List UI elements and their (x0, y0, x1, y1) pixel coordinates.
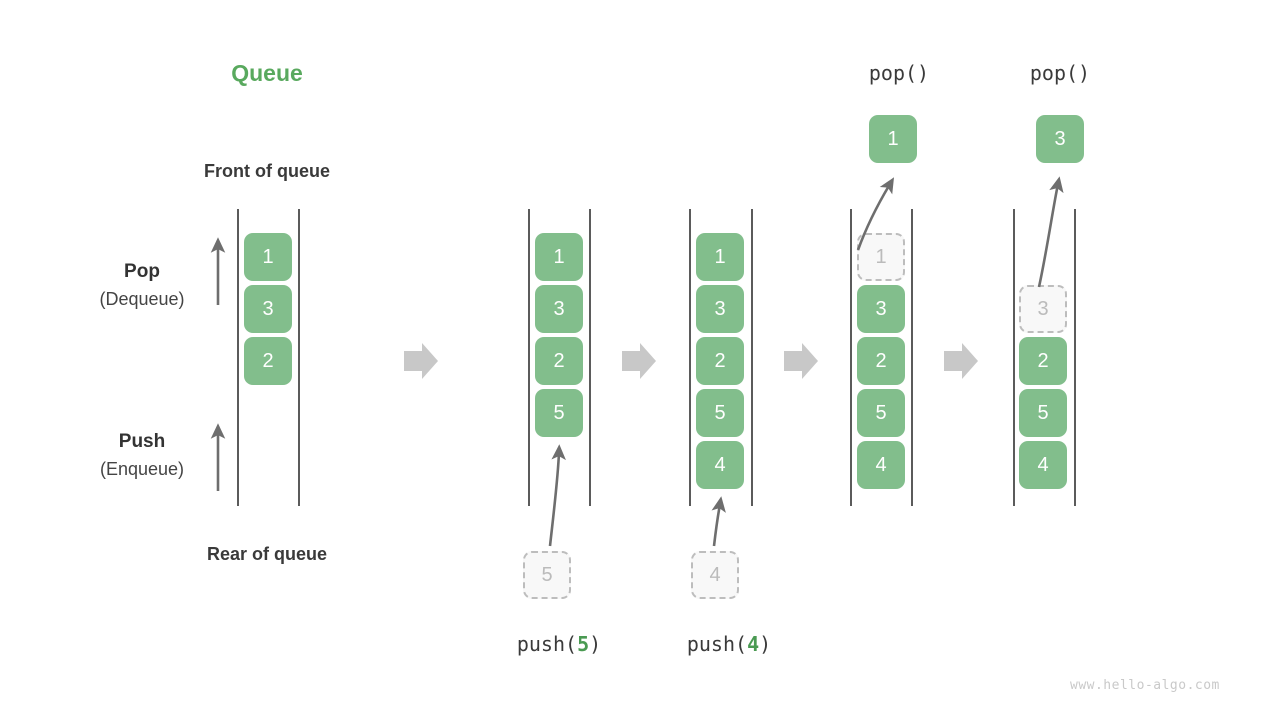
incoming-ghost-cell: 5 (523, 551, 571, 599)
op-label-pop-1: pop() (868, 61, 930, 85)
pop-3-remove-arrow (1037, 176, 1064, 288)
queue-cell: 1 (696, 233, 744, 281)
pop-label-strong: Pop (124, 261, 160, 282)
queue-cell: 1 (535, 233, 583, 281)
rail-left (528, 209, 530, 506)
rail-right (911, 209, 913, 506)
queue-cell: 2 (244, 337, 292, 385)
front-of-queue-label: Front of queue (204, 161, 330, 181)
queue-cell: 2 (1019, 337, 1067, 385)
op-label-push-5: push(5) (517, 632, 601, 656)
queue-cell: 5 (857, 389, 905, 437)
queue-cell: 3 (244, 285, 292, 333)
queue-cell: 3 (696, 285, 744, 333)
transition-block-arrow (622, 343, 656, 379)
op-label-arg: 5 (577, 632, 590, 656)
queue-cell: 4 (696, 441, 744, 489)
queue-cell: 5 (696, 389, 744, 437)
op-label-pop-3: pop() (1029, 61, 1091, 85)
transition-block-arrow (944, 343, 978, 379)
push-label-strong: Push (118, 431, 166, 452)
outgoing-ghost-cell: 3 (1019, 285, 1067, 333)
incoming-ghost-cell: 4 (691, 551, 739, 599)
popped-cell: 3 (1036, 115, 1084, 163)
queue-cell: 5 (1019, 389, 1067, 437)
watermark: www.hello-algo.com (1070, 678, 1220, 693)
pop-side-label: Pop (Dequeue) (99, 258, 184, 312)
op-label-prefix: push( (516, 632, 578, 656)
push-label-sub: (Enqueue) (99, 458, 185, 479)
push-side-label: Push (Enqueue) (100, 428, 184, 482)
rail-left (850, 209, 852, 506)
op-label-suffix: ) (759, 632, 772, 656)
rail-right (751, 209, 753, 506)
rail-right (298, 209, 300, 506)
queue-cell: 4 (857, 441, 905, 489)
queue-cell: 1 (244, 233, 292, 281)
queue-cell: 3 (535, 285, 583, 333)
op-label-suffix: ) (589, 632, 602, 656)
rear-of-queue-label: Rear of queue (206, 544, 328, 564)
queue-cell: 2 (535, 337, 583, 385)
rail-right (589, 209, 591, 506)
queue-cell: 4 (1019, 441, 1067, 489)
rail-left (237, 209, 239, 506)
transition-block-arrow (784, 343, 818, 379)
outgoing-ghost-cell: 1 (857, 233, 905, 281)
push-5-insert-arrow (548, 444, 566, 547)
rail-right (1074, 209, 1076, 506)
rail-left (1013, 209, 1015, 506)
push-4-insert-arrow (711, 496, 726, 547)
diagram-title: Queue (231, 60, 303, 86)
queue-cell: 2 (696, 337, 744, 385)
rail-left (689, 209, 691, 506)
pop-label-sub: (Dequeue) (99, 288, 185, 309)
popped-cell: 1 (869, 115, 917, 163)
queue-cell: 3 (857, 285, 905, 333)
queue-cell: 5 (535, 389, 583, 437)
op-label-prefix: push( (686, 632, 748, 656)
op-label-push-4: push(4) (687, 632, 771, 656)
queue-cell: 2 (857, 337, 905, 385)
op-label-arg: 4 (747, 632, 760, 656)
transition-block-arrow (404, 343, 438, 379)
